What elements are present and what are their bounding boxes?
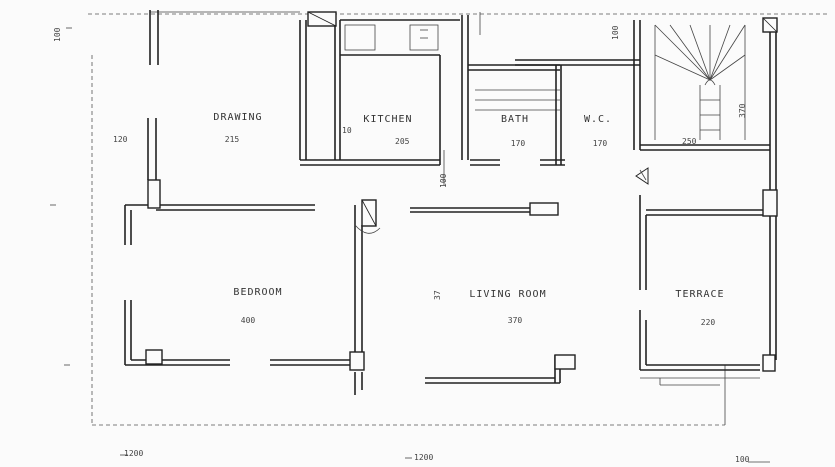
bath-label: BATH [501,114,529,125]
dim-left-width: 120 [113,135,128,144]
dim-stair-side: 100 [611,25,620,40]
terrace-label: TERRACE [675,289,724,300]
dim-bottom-right: 100 [735,455,750,464]
upper-walls [299,15,770,166]
wc-label: W.C. [584,114,612,125]
dim-bottom-left: 1200 [124,449,143,458]
door-marks [354,12,649,234]
dim-living-left: 37 [433,290,442,300]
columns [145,11,778,372]
dim-bottom-center: 1200 [414,453,433,462]
staircase [654,24,746,140]
dim-stair-width: 250 [682,137,697,146]
dim-top-mark: 100 [53,27,62,42]
drawing-room-label: DRAWING [213,112,262,123]
drawing-room-area: 215 [225,135,240,144]
wc-area: 170 [593,139,608,148]
living-room-area: 370 [508,316,523,325]
grid-ticks [50,27,770,463]
bedroom-label: BEDROOM [233,287,282,298]
living-room-label: LIVING ROOM [469,289,546,300]
dim-stair-height: 370 [738,103,747,118]
main-walls [124,10,765,395]
kitchen-label: KITCHEN [363,114,412,125]
dim-corridor: 100 [439,173,448,188]
bedroom-area: 400 [241,316,256,325]
terrace-area: 220 [701,318,716,327]
dim-kitchen-side: 10 [342,126,352,135]
bath-area: 170 [511,139,526,148]
dim-kitchen-width: 205 [395,137,410,146]
